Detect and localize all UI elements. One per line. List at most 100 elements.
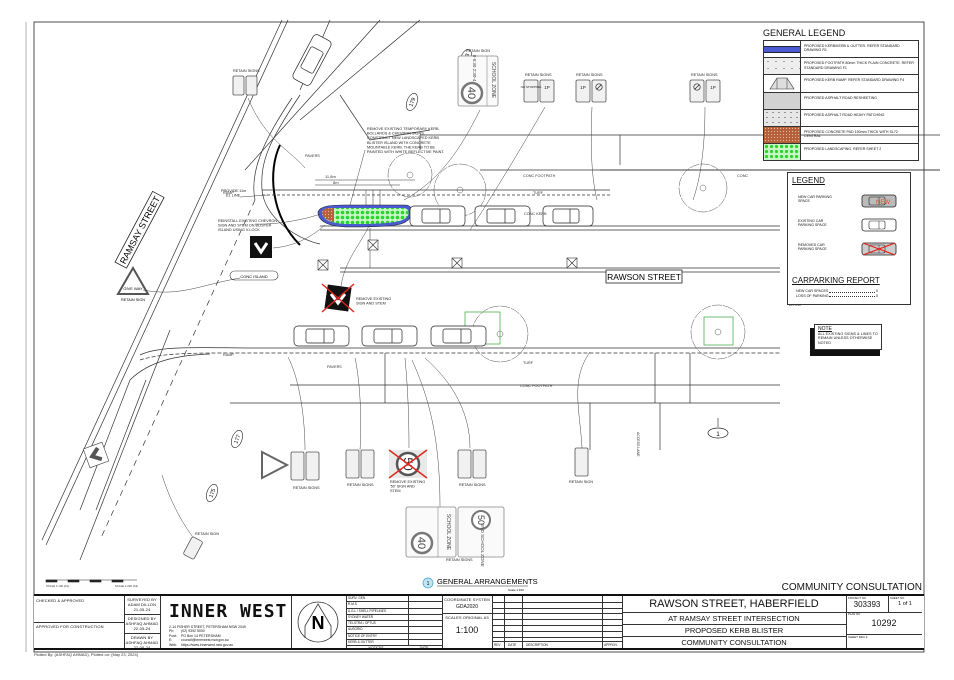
svg-text:Scale 1:100: Scale 1:100	[508, 588, 524, 592]
retain-sign-label: RETAIN SIGN	[121, 298, 145, 302]
school-zone-sign-bottom: 40 SCHOOL ZONE 50 END SCHOOL ZONE	[405, 506, 505, 567]
notice-row: SYDNEY WATER	[346, 614, 442, 622]
legend-row: PROPOSED KERB/KERB & GUTTER. REFER STAND…	[764, 41, 918, 58]
legend-label: PROPOSED FOOTPATH 80mm THICK PLAIN CONCR…	[804, 61, 914, 70]
plan-no-label: PLAN NO	[848, 612, 861, 616]
car-existing	[293, 325, 350, 347]
approved-construction-label: APPROVED FOR CONSTRUCTION	[36, 624, 104, 629]
dimension-11-8: 11.8m	[325, 174, 336, 179]
svg-text:NO STOPPING: NO STOPPING	[521, 85, 542, 89]
legend-row: PROPOSED ASPHALT ROAD HEAVY PATCHING	[764, 108, 918, 126]
sheet-border	[33, 21, 925, 653]
note-title: NOTE	[818, 326, 832, 332]
house-number-175: 175	[206, 484, 218, 502]
svg-text:40: 40	[415, 537, 427, 549]
svg-text:RETAIN SIGNS: RETAIN SIGNS	[525, 73, 552, 77]
car-existing	[361, 325, 418, 347]
svg-text:TURF: TURF	[523, 361, 534, 365]
legend-label: PROPOSED LANDSCAPING. REFER SHEET 2	[804, 147, 882, 152]
parking-legend-label: REMOVED CAR PARKING SPACE	[798, 243, 827, 252]
give-way-sign-ramsay: GIVE WAY	[116, 265, 150, 295]
chevron-sign-remove	[321, 283, 355, 313]
sign-ramsay-bottom	[183, 536, 203, 560]
rev-date-header: DATE	[508, 643, 517, 647]
svg-text:END SCHOOL ZONE: END SCHOOL ZONE	[480, 523, 485, 566]
car-existing	[409, 205, 466, 227]
svg-text:1P: 1P	[580, 85, 586, 90]
notice-row: SURV. GEN.	[346, 596, 442, 603]
report-value: 0	[876, 293, 878, 298]
coordinate-label: COORDINATE SYSTEM	[444, 597, 490, 602]
svg-text:SCHOOL ZONE: SCHOOL ZONE	[490, 62, 496, 99]
report-value: 0	[876, 289, 878, 293]
svg-text:RETAIN SIGNS: RETAIN SIGNS	[347, 483, 374, 487]
notices-header: NOTICES	[368, 646, 384, 651]
legend-row: PROPOSED LANDSCAPING. REFER SHEET 2	[764, 143, 918, 161]
svg-text:40: 40	[465, 87, 477, 99]
project-no-label: PROJECT NO	[848, 596, 866, 600]
give-way-sign-bottom	[261, 450, 290, 480]
report-label: NEW CAR SPACES	[796, 289, 829, 293]
svg-text:BITUM: BITUM	[789, 303, 801, 307]
car-existing	[474, 205, 531, 227]
legend-swatch-landscaping	[764, 144, 801, 161]
dimension-8: 8m	[333, 180, 339, 185]
school-zone-sign-top: 40 SCHOOL ZONE 8-9:30 2:30-4	[457, 55, 499, 107]
approv-header: APPROV.	[604, 643, 618, 647]
svg-text:SCHOOL ZONE: SCHOOL ZONE	[445, 514, 451, 551]
sheet-no: 1 of 1	[898, 601, 912, 607]
note-text: ALL EXISTING SIGNS & LINES TO REMAIN UNL…	[818, 332, 878, 345]
notice-row: R.M.S	[346, 602, 442, 609]
north-arrow-icon: N	[297, 601, 339, 643]
legend-swatch-asphalt	[764, 92, 801, 109]
stage-banner: COMMUNITY CONSULTATION	[781, 582, 922, 593]
legend-label: PROPOSED KERB RAMP. REFER STANDARD DRAWI…	[804, 78, 905, 83]
svg-text:TURF: TURF	[533, 191, 544, 195]
checked-approved-label: CHECKED & APPROVED	[36, 598, 85, 603]
notice-row: AUSGRID	[346, 627, 442, 634]
scales-label: SCALES ORIGINAL A3	[445, 615, 489, 620]
svg-text:50: 50	[476, 515, 486, 525]
svg-text:ACCESS LANE: ACCESS LANE	[636, 432, 640, 457]
ramsay-street-label: RAMSAY STREET	[114, 190, 165, 269]
car-existing	[430, 325, 487, 347]
notice-row: KERB & GUTTER	[346, 640, 442, 647]
svg-text:CONC ISLAND: CONC ISLAND	[240, 274, 267, 279]
svg-text:1: 1	[427, 581, 430, 587]
sheet-rev: SHEET REV 2	[848, 635, 868, 639]
drawing-subtitle-2: PROPOSED KERB BLISTER	[622, 625, 846, 637]
svg-text:RETAIN SIGN: RETAIN SIGN	[195, 532, 219, 536]
parked-cars-north	[409, 205, 594, 227]
svg-text:RAMSAY STREET: RAMSAY STREET	[118, 194, 162, 266]
svg-text:CONC FOOTPATH: CONC FOOTPATH	[523, 174, 556, 178]
legend-label: PROPOSED KERB/KERB & GUTTER. REFER STAND…	[804, 44, 900, 53]
svg-text:CONC KERB: CONC KERB	[524, 212, 547, 216]
coordinate-value: GDA2020	[456, 604, 478, 610]
legend-swatch-kerb	[764, 41, 801, 58]
legend-swatch-ramp	[764, 75, 801, 92]
svg-text:1P: 1P	[710, 85, 716, 90]
regulatory-signs	[232, 75, 721, 481]
general-legend: GENERAL LEGEND PROPOSED KERB/KERB & GUTT…	[763, 28, 919, 162]
chevron-sign-reinstall	[250, 236, 272, 258]
svg-text:PAVERS: PAVERS	[305, 154, 320, 158]
drawing-title: RAWSON STREET, HABERFIELD	[622, 596, 846, 613]
plotted-by: Plotted By: (ASHFAQ AHMAD), Plotted on: …	[34, 652, 139, 657]
car-removed-icon	[861, 242, 897, 256]
notice-row: A.G.L / SHELL PIPELINES	[346, 608, 442, 615]
drainage-pits	[317, 239, 578, 271]
note-box: NOTE ALL EXISTING SIGNS & LINES TO REMAI…	[810, 324, 884, 356]
svg-text:SCALE 1:100 (A1): SCALE 1:100 (A1)	[46, 584, 69, 588]
parked-cars-south	[293, 325, 487, 347]
chevron-sign-ramsay	[82, 441, 110, 469]
svg-text:RETAIN SIGNS: RETAIN SIGNS	[446, 558, 473, 562]
svg-text:GIVE WAY: GIVE WAY	[123, 286, 143, 291]
house-number-177: 177	[231, 430, 243, 448]
legend-row: PROPOSED KERB RAMP. REFER STANDARD DRAWI…	[764, 74, 918, 92]
